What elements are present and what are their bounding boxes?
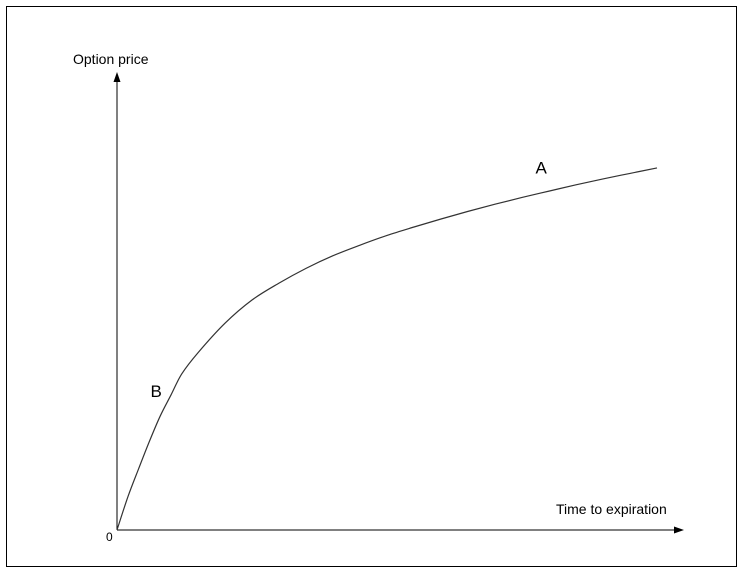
annotation-layer: AB bbox=[151, 158, 548, 401]
point-label-a: A bbox=[536, 158, 548, 177]
y-axis-label: Option price bbox=[73, 51, 149, 67]
x-axis-arrow bbox=[674, 526, 684, 534]
option-price-curve bbox=[116, 167, 658, 531]
figure-frame bbox=[6, 6, 737, 567]
point-label-b: B bbox=[151, 382, 162, 401]
y-axis-arrow bbox=[113, 72, 121, 82]
x-axis-label: Time to expiration bbox=[556, 501, 667, 517]
origin-label: 0 bbox=[106, 530, 113, 544]
